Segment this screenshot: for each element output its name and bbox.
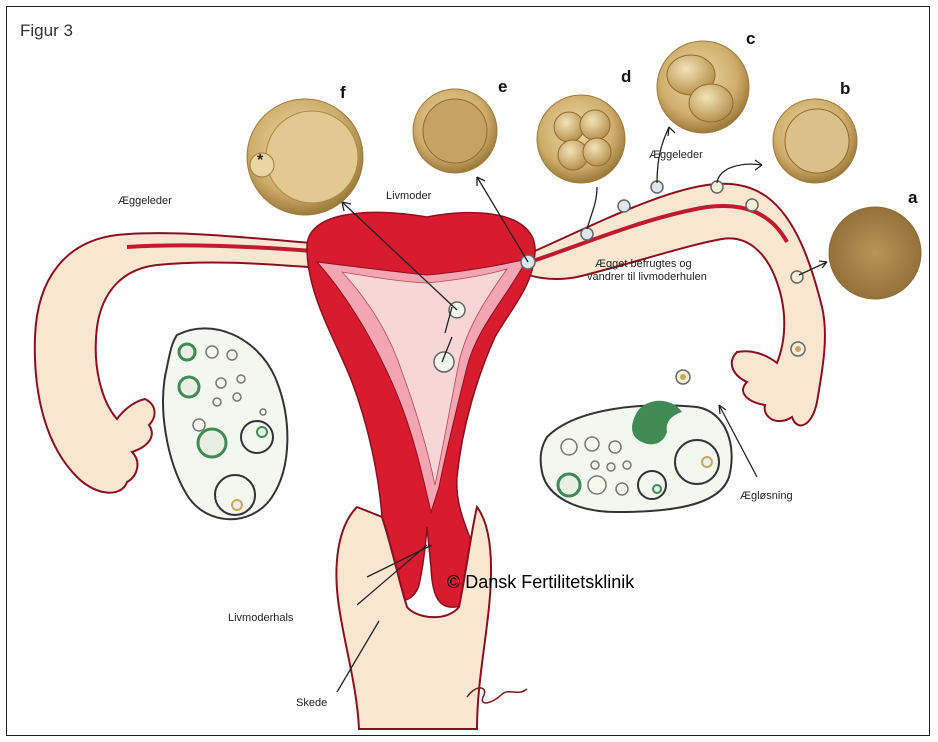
label-eggeleder-right: Æggeleder xyxy=(649,149,703,161)
left-ovary xyxy=(163,328,287,519)
embryo-d xyxy=(537,95,625,183)
label-skede: Skede xyxy=(296,697,327,709)
stage-label-e: e xyxy=(498,77,507,97)
embryo-f xyxy=(247,99,363,215)
label-livmoder: Livmoder xyxy=(386,190,431,202)
label-aegloesning: Ægløsning xyxy=(740,490,793,502)
stage-label-d: d xyxy=(621,67,631,87)
embryo-e xyxy=(413,89,497,173)
label-livmoderhals: Livmoderhals xyxy=(228,612,293,624)
stage-label-c: c xyxy=(746,29,755,49)
figure-title: Figur 3 xyxy=(20,21,73,41)
label-eggeleder-left: Æggeleder xyxy=(118,195,172,207)
right-fallopian-tube xyxy=(517,184,825,426)
stage-label-b: b xyxy=(840,79,850,99)
oocyte-a xyxy=(829,207,921,299)
label-befrugtning-line1: Ægget befrugtes og xyxy=(595,258,692,270)
stage-label-f: f xyxy=(340,83,346,103)
label-befrugtning-line2: vandrer til livmoderhulen xyxy=(587,271,707,283)
embryo-c xyxy=(657,41,749,133)
asterisk-marker: * xyxy=(257,152,263,170)
right-ovary xyxy=(541,401,732,512)
embryo-b xyxy=(773,99,857,183)
reproductive-diagram xyxy=(7,7,931,737)
copyright-notice: © Dansk Fertilitetsklinik xyxy=(447,572,634,593)
figure-frame: Figur 3 f e d c b a * Æggeleder Æggelede… xyxy=(6,6,930,736)
stage-label-a: a xyxy=(908,188,917,208)
